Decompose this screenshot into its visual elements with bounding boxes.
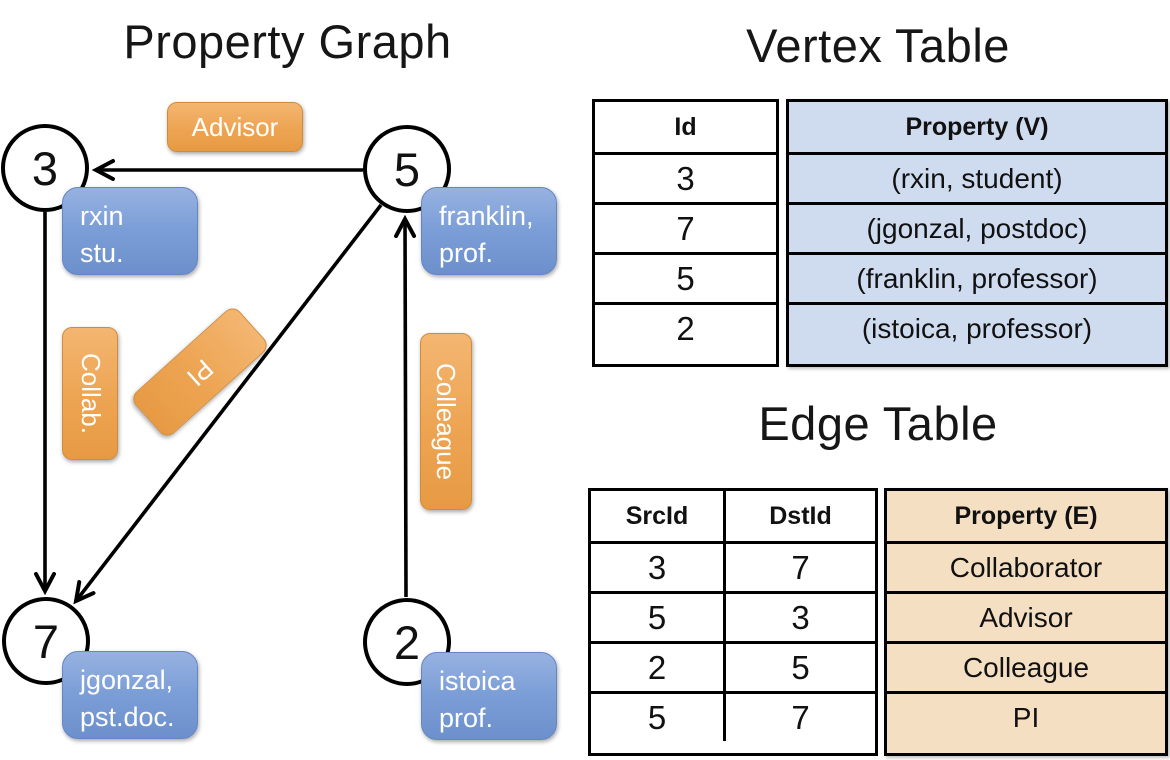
edge-table-property-column: Property (E) Collaborator Advisor Collea… bbox=[884, 488, 1168, 756]
edge-label-text: Advisor bbox=[191, 111, 279, 142]
edge-table-cell: PI bbox=[887, 691, 1165, 741]
edge-table-cell: Collaborator bbox=[887, 541, 1165, 591]
vertex-table-cell: 3 bbox=[595, 152, 776, 202]
vertex-table-cell: (franklin, professor) bbox=[789, 252, 1165, 302]
edge-arrow-2-to-5 bbox=[394, 214, 417, 598]
vertex-property-line: prof. bbox=[439, 703, 494, 733]
edge-table-cell: Colleague bbox=[887, 641, 1165, 691]
vertex-circle-5: 5 bbox=[363, 125, 451, 213]
vertex-table-cell: 2 bbox=[595, 302, 776, 352]
vertex-property-line: franklin, bbox=[439, 201, 534, 231]
edge-table-cell: 5 bbox=[723, 641, 875, 691]
vertex-id-label: 7 bbox=[32, 614, 60, 668]
edge-label-text: Colleague bbox=[431, 362, 462, 481]
edge-table-header-property: Property (E) bbox=[887, 491, 1165, 541]
vertex-table-property-column: Property (V) (rxin, student) (jgonzal, p… bbox=[786, 99, 1168, 367]
edge-table-id-columns: SrcId DstId 3 7 5 3 2 5 5 7 bbox=[588, 488, 878, 756]
edge-table-cell: 7 bbox=[723, 541, 875, 591]
vertex-property-line: pst.doc. bbox=[80, 702, 175, 732]
edge-arrow-5-to-7 bbox=[73, 203, 383, 605]
edge-table-cell: 5 bbox=[591, 591, 723, 641]
property-graph-title: Property Graph bbox=[123, 15, 452, 68]
edge-table-title: Edge Table bbox=[758, 397, 998, 450]
edge-table-header-srcid: SrcId bbox=[625, 501, 689, 530]
vertex-property-line: rxin bbox=[80, 201, 124, 231]
vertex-id-label: 3 bbox=[31, 141, 59, 195]
vertex-id-label: 5 bbox=[393, 142, 421, 196]
edge-table-cell: 3 bbox=[723, 591, 875, 641]
vertex-property-box-2: istoica prof. bbox=[421, 652, 557, 740]
vertex-property-line: prof. bbox=[439, 238, 494, 268]
edge-label-collab: Collab. bbox=[62, 327, 118, 460]
edge-table-cell: 5 bbox=[591, 691, 723, 741]
vertex-circle-2: 2 bbox=[363, 598, 451, 686]
vertex-table-cell: 7 bbox=[595, 202, 776, 252]
vertex-property-box-3: rxin stu. bbox=[62, 187, 198, 275]
vertex-table-cell: (jgonzal, postdoc) bbox=[789, 202, 1165, 252]
vertex-id-label: 2 bbox=[393, 615, 421, 669]
edge-label-text: Collab. bbox=[75, 353, 106, 434]
vertex-table-header-id: Id bbox=[674, 112, 697, 141]
vertex-table-cell: (rxin, student) bbox=[789, 152, 1165, 202]
vertex-table-cell: 5 bbox=[595, 252, 776, 302]
edge-table-header-dstid: DstId bbox=[723, 491, 875, 541]
edge-table-cell: 2 bbox=[591, 641, 723, 691]
edge-table-cell: Advisor bbox=[887, 591, 1165, 641]
edge-label-colleague: Colleague bbox=[420, 333, 472, 510]
vertex-property-box-5: franklin, prof. bbox=[421, 187, 557, 275]
vertex-table-id-column: Id 3 7 5 2 bbox=[592, 99, 779, 367]
edge-label-text: PI bbox=[181, 352, 220, 392]
vertex-property-line: stu. bbox=[80, 238, 124, 268]
vertex-table-header-property: Property (V) bbox=[789, 102, 1165, 152]
vertex-table-title: Vertex Table bbox=[746, 19, 1010, 72]
vertex-property-box-7: jgonzal, pst.doc. bbox=[62, 651, 198, 739]
vertex-property-line: istoica bbox=[439, 666, 516, 696]
vertex-table-cell: (istoica, professor) bbox=[789, 302, 1165, 352]
edge-label-advisor: Advisor bbox=[167, 102, 303, 152]
graph-edges-layer bbox=[34, 159, 417, 605]
vertex-property-line: jgonzal, bbox=[80, 665, 174, 695]
edge-table-cell: 3 bbox=[591, 541, 723, 591]
edge-table-cell: 7 bbox=[723, 691, 875, 741]
